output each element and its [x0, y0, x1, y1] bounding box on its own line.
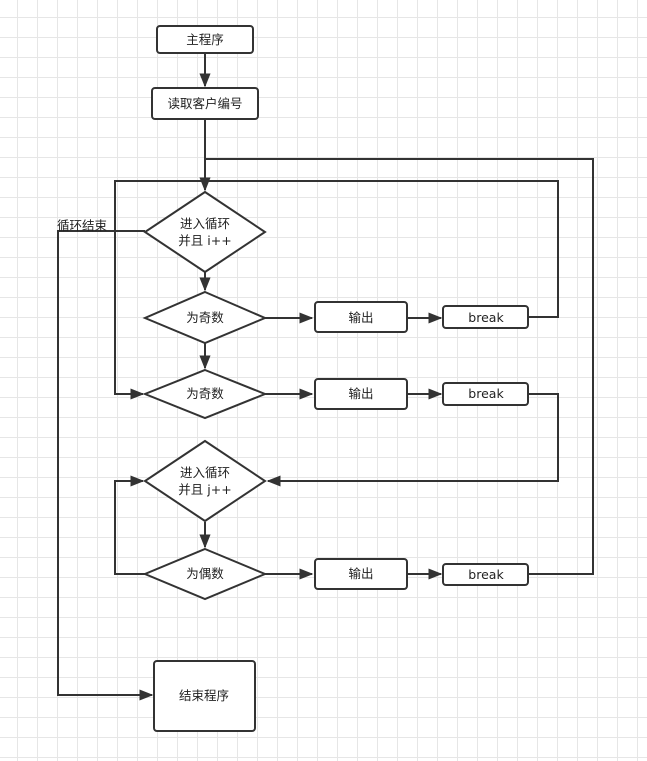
node-read-id[interactable]: 读取客户编号	[151, 87, 259, 120]
node-odd-1-label: 为奇数	[186, 310, 224, 325]
node-break-3[interactable]: break	[442, 563, 529, 586]
node-read-id-label: 读取客户编号	[167, 96, 242, 111]
node-out-3-label: 输出	[348, 566, 373, 581]
node-main-label: 主程序	[186, 32, 224, 47]
node-out-1-label: 输出	[348, 310, 373, 325]
node-even-label: 为偶数	[186, 566, 224, 581]
edge-break2-to-loop-j	[266, 393, 559, 487]
node-end[interactable]: 结束程序	[153, 660, 256, 732]
edge-break1-to-odd2	[114, 180, 559, 400]
node-break-1[interactable]: break	[442, 305, 529, 329]
node-loop-i-label-1: 进入循环	[180, 216, 230, 231]
node-loop-i[interactable]: 进入循环 并且 i++	[143, 190, 267, 274]
node-break-1-label: break	[468, 310, 504, 325]
edge-even-to-loop-j	[114, 475, 145, 575]
node-out-3[interactable]: 输出	[314, 558, 408, 590]
node-out-2[interactable]: 输出	[314, 378, 408, 410]
node-out-1[interactable]: 输出	[314, 301, 408, 333]
edges	[57, 53, 594, 701]
edge-loop-end-to-end	[57, 230, 154, 701]
node-loop-j[interactable]: 进入循环 并且 j++	[143, 439, 267, 523]
node-break-2-label: break	[468, 386, 504, 401]
node-loop-j-label-2: 并且 j++	[178, 482, 231, 497]
node-odd-2[interactable]: 为奇数	[142, 368, 268, 420]
node-odd-1[interactable]: 为奇数	[142, 290, 268, 345]
loop-end-label: 循环结束	[57, 218, 108, 233]
node-loop-i-label-2: 并且 i++	[178, 233, 231, 248]
node-break-2[interactable]: break	[442, 382, 529, 406]
node-odd-2-label: 为奇数	[186, 386, 224, 401]
node-break-3-label: break	[468, 567, 504, 582]
node-out-2-label: 输出	[348, 386, 373, 401]
node-main[interactable]: 主程序	[156, 25, 254, 54]
node-loop-j-label-1: 进入循环	[180, 465, 230, 480]
edge-break3-to-loop-i	[205, 158, 594, 575]
node-end-label: 结束程序	[179, 688, 229, 703]
node-even[interactable]: 为偶数	[142, 547, 268, 601]
